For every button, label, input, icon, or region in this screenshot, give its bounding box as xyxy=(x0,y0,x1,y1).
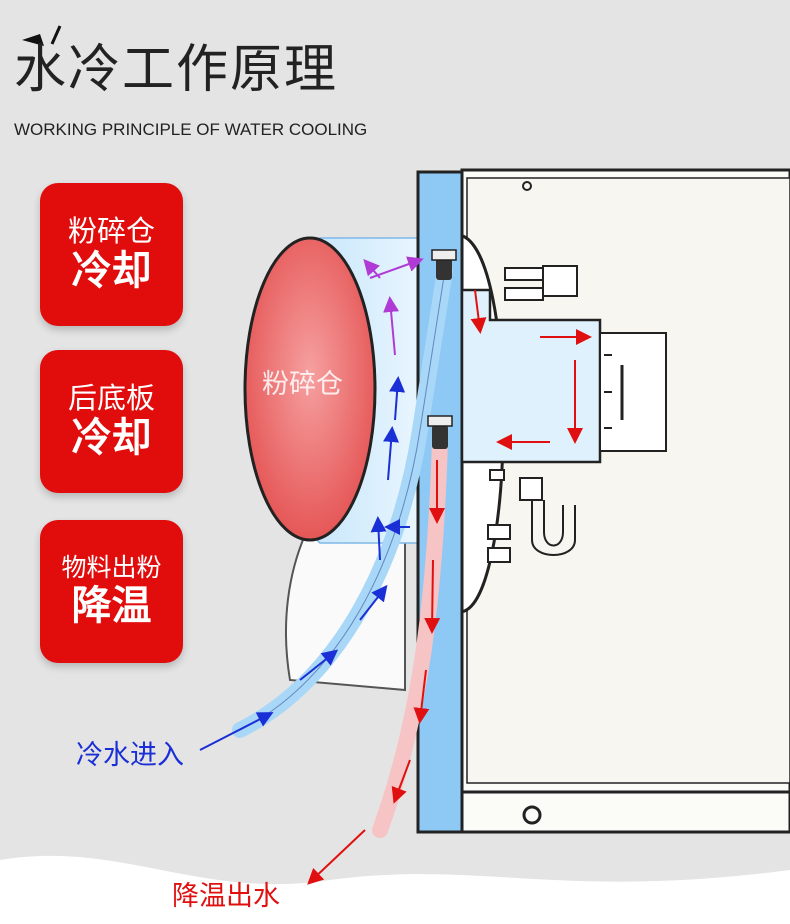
upper-fittings xyxy=(504,265,578,301)
water-in-label: 冷水进入 xyxy=(76,740,184,771)
cold-water-hose-edge xyxy=(239,269,446,731)
cold-water-arrows xyxy=(199,376,410,751)
outlet-connector xyxy=(427,415,453,449)
chamber-label: 粉碎仓 xyxy=(262,369,343,400)
circulation-arrows xyxy=(363,256,424,356)
card-line2: 冷却 xyxy=(71,415,152,462)
page-title: 水冷工作原理 xyxy=(14,40,339,100)
card-line1: 物料出粉 xyxy=(61,553,162,583)
card-line1: 后底板 xyxy=(67,380,155,415)
feature-card-output-cooling: 物料出粉 降温 xyxy=(40,520,183,663)
crushing-chamber-drum xyxy=(243,236,377,542)
back-plate-cooling-chamber xyxy=(460,288,667,464)
backplate-flow-arrows xyxy=(470,289,592,450)
card-line2: 冷却 xyxy=(71,248,152,295)
inlet-connector xyxy=(431,249,457,280)
page-subtitle: WORKING PRINCIPLE OF WATER COOLING xyxy=(14,120,368,139)
card-line2: 降温 xyxy=(71,582,152,629)
feature-card-chamber-cooling: 粉碎仓 冷却 xyxy=(40,183,183,326)
decorative-slash-icon xyxy=(22,25,62,46)
feature-card-backplate-cooling: 后底板 冷却 xyxy=(40,350,183,493)
hot-water-arrows xyxy=(307,460,445,885)
lower-fittings xyxy=(487,469,576,563)
card-line1: 粉碎仓 xyxy=(67,213,155,248)
water-out-label: 降温出水 xyxy=(172,881,280,912)
